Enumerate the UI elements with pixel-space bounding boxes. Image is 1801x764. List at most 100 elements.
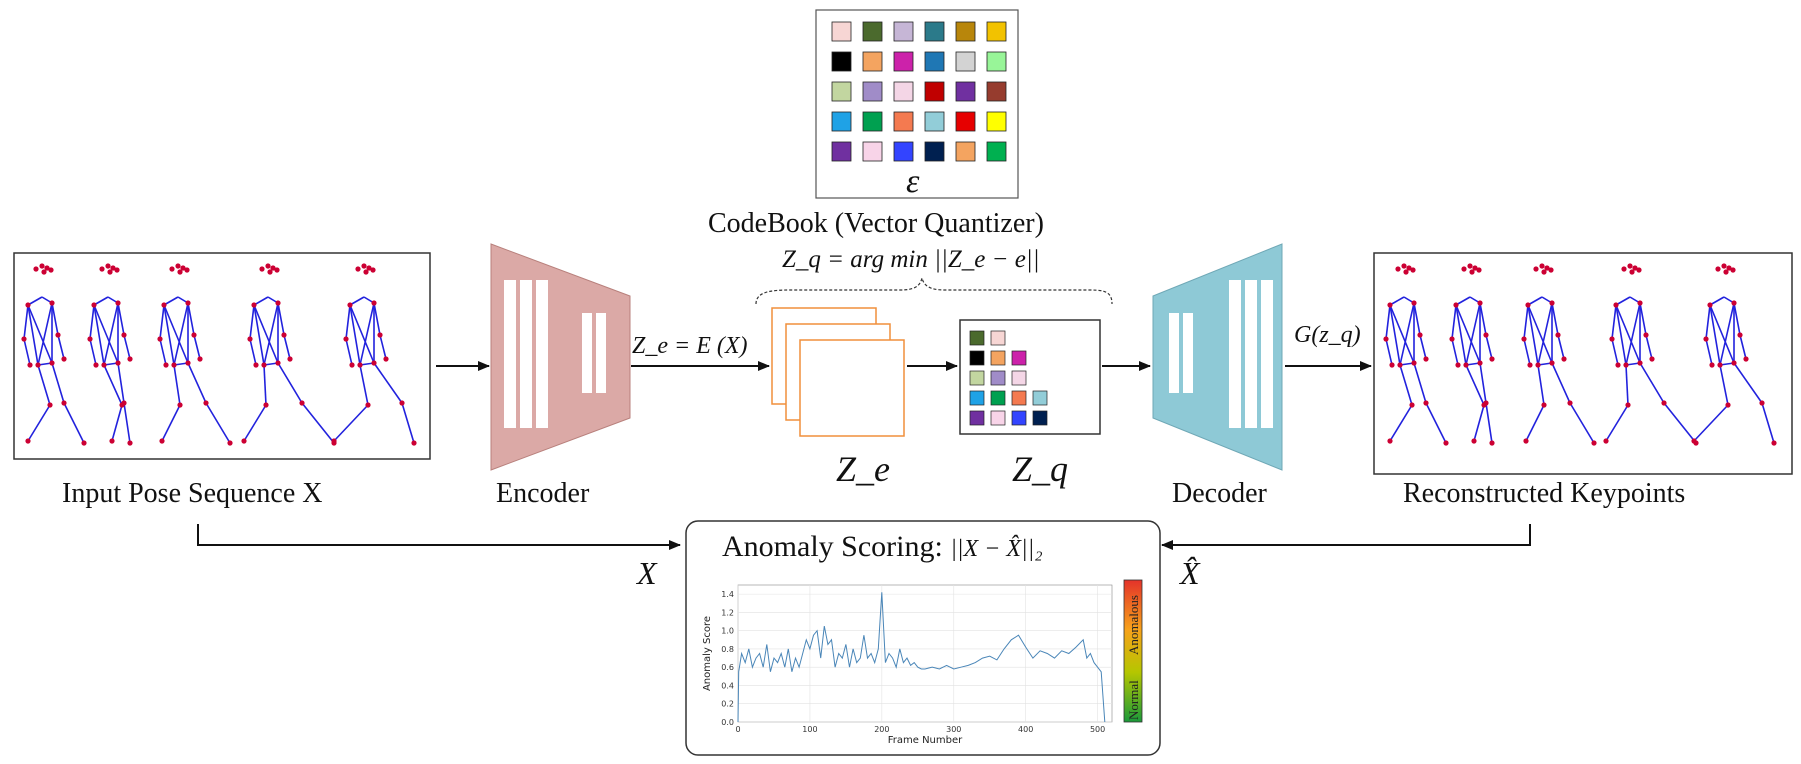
skeleton-head-joint bbox=[1726, 265, 1732, 271]
skeleton-joint bbox=[1483, 332, 1489, 338]
skeleton-joint bbox=[1535, 362, 1541, 368]
skeleton-head-joint bbox=[267, 269, 273, 275]
skeleton-joint bbox=[61, 356, 67, 362]
skeleton-bone bbox=[401, 402, 415, 444]
skeleton-bone bbox=[23, 338, 31, 366]
skeleton-bone bbox=[159, 338, 167, 366]
skeleton-bone bbox=[1693, 404, 1729, 442]
skeleton-bone bbox=[173, 302, 189, 366]
skeleton-joint bbox=[21, 336, 27, 342]
skeleton-bone bbox=[1465, 302, 1481, 366]
skeleton-joint bbox=[25, 438, 31, 444]
encoder-block bbox=[490, 243, 631, 471]
input-pose-panel bbox=[13, 252, 431, 460]
skeleton-bone bbox=[27, 304, 53, 364]
codebook-entry bbox=[893, 21, 914, 42]
skeleton-joint bbox=[109, 438, 115, 444]
skeleton-bone bbox=[163, 304, 189, 364]
skeleton-head-joint bbox=[1410, 267, 1416, 273]
y-tick-label: 0.2 bbox=[721, 700, 734, 709]
y-tick-label: 0.0 bbox=[721, 718, 734, 727]
codebook-title: CodeBook (Vector Quantizer) bbox=[708, 208, 1044, 239]
skeleton-head-joint bbox=[370, 267, 376, 273]
skeleton-head-joint bbox=[180, 265, 186, 271]
skeleton-joint bbox=[299, 400, 305, 406]
skeleton-joint bbox=[275, 360, 281, 366]
skeleton-head-joint bbox=[41, 269, 47, 275]
skeleton-joint bbox=[47, 402, 53, 408]
encoder-bar bbox=[596, 313, 606, 393]
skeleton-joint bbox=[1731, 300, 1737, 306]
skeleton-joint bbox=[121, 332, 127, 338]
skeleton-bone bbox=[359, 364, 369, 406]
skeleton-bone bbox=[1663, 402, 1697, 444]
y-tick-label: 1.2 bbox=[721, 608, 734, 617]
skeleton-joint bbox=[1541, 402, 1547, 408]
skeleton-joint bbox=[371, 300, 377, 306]
skeleton-joint bbox=[163, 362, 169, 368]
codebook-entry bbox=[831, 111, 852, 132]
skeleton-bone bbox=[1537, 302, 1553, 366]
codebook-entry bbox=[862, 21, 883, 42]
x-axis-label: Frame Number bbox=[888, 735, 963, 746]
skeleton-bone bbox=[249, 338, 257, 366]
y-tick-label: 1.4 bbox=[721, 590, 734, 599]
skeleton-joint bbox=[251, 302, 257, 308]
skeleton-bone bbox=[51, 362, 65, 404]
skeleton-head-joint bbox=[107, 269, 113, 275]
skeleton-joint bbox=[365, 402, 371, 408]
codebook-entry bbox=[924, 51, 945, 72]
encoder-bar bbox=[504, 280, 516, 428]
skeleton-joint bbox=[93, 362, 99, 368]
skeleton-joint bbox=[1443, 440, 1449, 446]
anomaly-title-text: Anomaly Scoring: bbox=[722, 530, 943, 563]
g-label: G(z_q) bbox=[1294, 322, 1361, 348]
skeleton-bone bbox=[163, 304, 175, 366]
skeleton-joint bbox=[1613, 302, 1619, 308]
skeleton-head-joint bbox=[1533, 266, 1539, 272]
x-tick-label: 100 bbox=[802, 725, 817, 734]
skeleton-joint bbox=[1411, 300, 1417, 306]
codebook-entry bbox=[893, 81, 914, 102]
decoder-block bbox=[1152, 243, 1283, 471]
codebook-entry bbox=[831, 21, 852, 42]
quantized-entry bbox=[1011, 350, 1027, 366]
skeleton-head-joint bbox=[99, 266, 105, 272]
skeleton-bone bbox=[123, 402, 131, 444]
skeleton-joint bbox=[1725, 402, 1731, 408]
skeleton-joint bbox=[171, 362, 177, 368]
skeleton-head-joint bbox=[1406, 265, 1412, 271]
skeleton-joint bbox=[1449, 336, 1455, 342]
skeleton-bone bbox=[1525, 404, 1545, 442]
skeleton-joint bbox=[1455, 362, 1461, 368]
codebook-entry bbox=[893, 141, 914, 162]
skeleton-head-joint bbox=[265, 263, 271, 269]
skeleton-joint bbox=[1709, 362, 1715, 368]
skeleton-joint bbox=[185, 360, 191, 366]
skeleton-bone bbox=[89, 338, 97, 366]
skeleton-head-joint bbox=[274, 267, 280, 273]
encoder-bar bbox=[536, 280, 548, 428]
skeleton-bone bbox=[23, 304, 29, 340]
skeleton-head-joint bbox=[184, 267, 190, 273]
skeleton-head-joint bbox=[1621, 266, 1627, 272]
xhat-label: X̂ bbox=[1180, 555, 1200, 591]
skeleton-bone bbox=[1385, 304, 1391, 340]
skeleton-bone bbox=[349, 304, 361, 366]
skeleton-bone bbox=[1523, 338, 1531, 366]
skeleton-head-joint bbox=[1539, 263, 1545, 269]
skeleton-joint bbox=[1731, 360, 1737, 366]
skeleton-head-joint bbox=[114, 267, 120, 273]
skeleton-bone bbox=[1425, 402, 1447, 444]
skeleton-bone bbox=[89, 304, 95, 340]
codebook-entry bbox=[893, 51, 914, 72]
skeleton-joint bbox=[1561, 356, 1567, 362]
skeleton-joint bbox=[1389, 362, 1395, 368]
reconstructed-skeletons bbox=[1383, 263, 1777, 446]
skeleton-head-joint bbox=[48, 267, 54, 273]
decoder-bar bbox=[1229, 280, 1241, 428]
skeleton-bone bbox=[1527, 304, 1539, 366]
anomaly-score-line bbox=[737, 592, 1106, 723]
decoder-bar bbox=[1245, 280, 1257, 428]
